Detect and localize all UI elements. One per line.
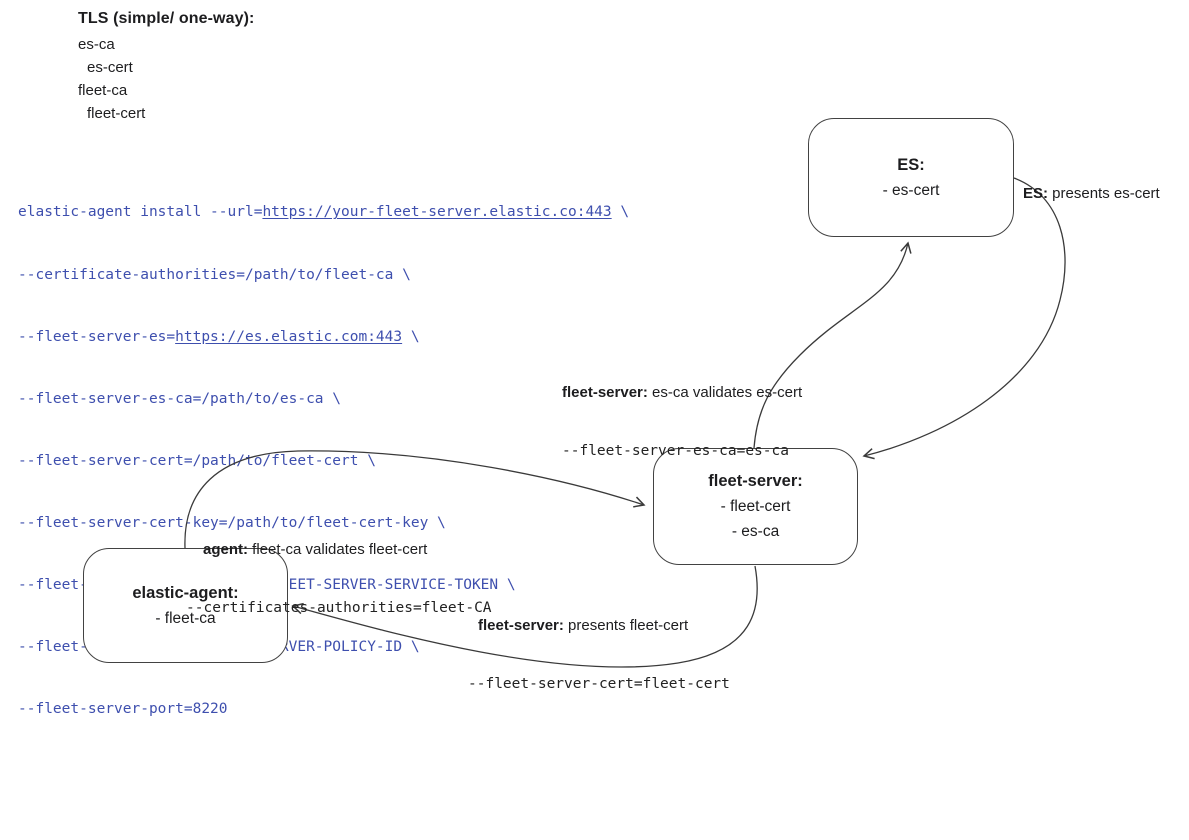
label-agent-validates-fleet-cert: agent: fleet-ca validates fleet-cert --c… <box>186 502 492 656</box>
edge-fleet-server-to-agent-arrow <box>291 565 758 668</box>
label-es-presents-es-cert: ES: presents es-cert <box>1023 146 1160 241</box>
node-fleet-server-title: fleet-server: <box>708 472 803 490</box>
label-code: --certificates-authorities=fleet-CA <box>186 600 492 616</box>
legend-item-fleet-ca: fleet-ca <box>78 82 128 99</box>
label-code: --fleet-server-cert=fleet-cert <box>468 676 730 692</box>
code-text: --fleet-server-port=8220 <box>18 701 228 718</box>
label-text: fleet-ca validates fleet-cert <box>248 541 428 558</box>
legend-item-es-ca: es-ca <box>78 36 115 53</box>
node-fleet-server-item: - fleet-cert <box>720 498 791 515</box>
label-fleet-server-validates-es-cert: fleet-server: es-ca validates es-cert --… <box>543 345 802 499</box>
node-elastic-agent: elastic-agent: - fleet-ca <box>83 548 288 663</box>
code-text: --certificate-authorities=/path/to/fleet… <box>18 266 411 283</box>
code-line: --fleet-server-es=https://es.elastic.com… <box>18 327 629 348</box>
label-line: ES: presents es-cert <box>1023 184 1160 203</box>
node-fleet-server-item: - es-ca <box>731 523 780 540</box>
code-line: --fleet-server-es-ca=/path/to/es-ca \ <box>18 389 629 410</box>
label-line: fleet-server: es-ca validates es-cert <box>543 383 802 402</box>
code-text: elastic-agent install --url= <box>18 204 263 221</box>
edge-fleet-server-to-es-arrow <box>753 241 912 449</box>
code-text: \ <box>402 328 420 345</box>
tls-legend: TLS (simple/ one-way): es-ca es-cert fle… <box>78 7 254 125</box>
code-text: --fleet-server-cert-key=/path/to/fleet-c… <box>18 514 446 531</box>
label-bold: ES: <box>1023 185 1049 202</box>
code-text: --fleet-server-es-ca=/path/to/es-ca \ <box>18 390 342 407</box>
legend-item-fleet-cert: fleet-cert <box>87 105 146 122</box>
code-text: --fleet-server-cert=/path/to/fleet-cert … <box>18 452 376 469</box>
node-es-title: ES: <box>897 155 925 174</box>
node-elastic-agent-title: elastic-agent: <box>132 583 239 602</box>
code-line: --fleet-server-cert=/path/to/fleet-cert … <box>18 451 629 472</box>
label-bold: agent: <box>203 541 248 558</box>
code-line: --fleet-server-cert-key=/path/to/fleet-c… <box>18 513 629 534</box>
legend-title: TLS (simple/ one-way): <box>78 10 255 27</box>
fleet-server-url-link[interactable]: https://your-fleet-server.elastic.co:443 <box>262 204 612 221</box>
node-fleet-server: fleet-server: - fleet-cert - es-ca <box>653 448 858 565</box>
edge-agent-to-fleet-server-arrow <box>184 450 646 549</box>
label-code: --fleet-server-es-ca=es-ca <box>562 443 789 459</box>
code-text: \ <box>611 204 630 221</box>
code-line: elastic-agent install --url=https://your… <box>18 202 629 223</box>
label-text: es-ca validates es-cert <box>647 384 803 401</box>
code-line: --certificate-authorities=/path/to/fleet… <box>18 265 629 286</box>
edge-es-to-fleet-server-arrow <box>862 177 1066 460</box>
label-fleet-server-presents-fleet-cert: fleet-server: presents fleet-cert --flee… <box>468 578 730 732</box>
legend-item-es-cert: es-cert <box>87 59 133 76</box>
node-elastic-agent-item: - fleet-ca <box>155 609 216 627</box>
es-url-link[interactable]: https://es.elastic.com:443 <box>175 328 403 345</box>
label-line: fleet-server: presents fleet-cert <box>468 616 730 635</box>
code-text: --fleet-server-es= <box>18 328 176 345</box>
label-text: presents fleet-cert <box>563 617 689 634</box>
label-bold: fleet-server: <box>478 617 564 634</box>
label-line: agent: fleet-ca validates fleet-cert <box>186 540 492 559</box>
node-es-item: - es-cert <box>882 181 940 199</box>
node-es: ES: - es-cert <box>808 118 1014 237</box>
label-bold: fleet-server: <box>562 384 648 401</box>
code-line: --fleet-server-port=8220 <box>18 699 629 720</box>
label-text: presents es-cert <box>1048 185 1160 202</box>
